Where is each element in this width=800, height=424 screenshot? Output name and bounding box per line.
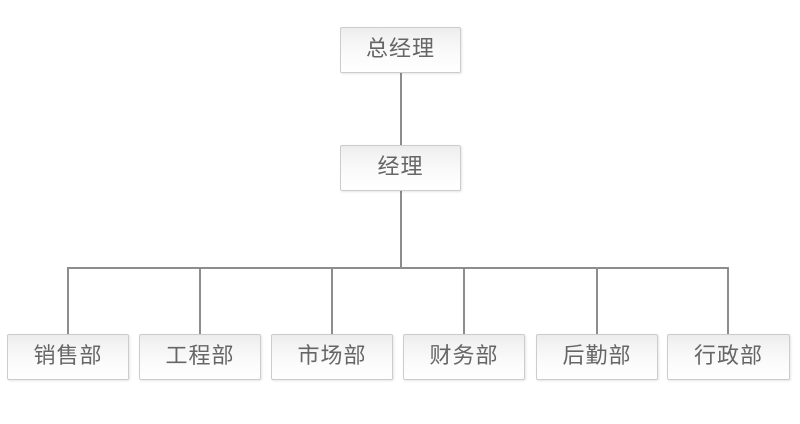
node-engineering-label: 工程部 [165,344,235,369]
node-ceo[interactable]: 总经理 [340,27,461,73]
node-administration-label: 行政部 [693,344,763,369]
connector-ceo-to-manager [400,72,402,145]
connector-manager-to-bus [400,190,402,268]
connector-drop-finance [463,267,465,334]
node-manager[interactable]: 经理 [340,145,461,191]
connector-drop-marketing [331,267,333,334]
node-sales-label: 销售部 [33,344,103,369]
connector-drop-sales [67,267,69,334]
node-sales[interactable]: 销售部 [7,334,129,380]
node-finance[interactable]: 财务部 [403,334,525,380]
node-engineering[interactable]: 工程部 [139,334,261,380]
connector-drop-logistics [596,267,598,334]
node-manager-label: 经理 [377,155,424,180]
node-marketing-label: 市场部 [297,344,367,369]
connector-drop-administration [727,267,729,334]
connector-drop-engineering [199,267,201,334]
node-finance-label: 财务部 [429,344,499,369]
node-logistics[interactable]: 后勤部 [536,334,658,380]
node-administration[interactable]: 行政部 [667,334,790,380]
node-logistics-label: 后勤部 [562,344,632,369]
connector-horizontal-bus [67,267,728,269]
node-marketing[interactable]: 市场部 [271,334,393,380]
node-ceo-label: 总经理 [365,37,435,62]
